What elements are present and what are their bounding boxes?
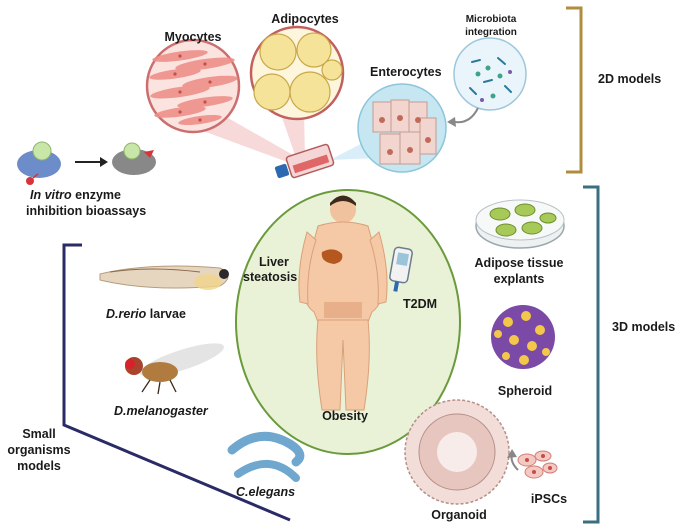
obese-human-figure — [298, 195, 388, 411]
label-liver-1: Liver — [259, 255, 289, 269]
label-microbiota-2: integration — [465, 27, 517, 38]
enzyme-free-icon — [17, 141, 61, 185]
label-adipocytes: Adipocytes — [271, 12, 339, 26]
label-liver-2: steatosis — [243, 270, 298, 284]
label-invitro-line2: inhibition bioassays — [26, 204, 147, 218]
adipocytes-circle — [249, 25, 345, 121]
label-myocytes: Myocytes — [164, 30, 222, 44]
c-elegans-worm — [227, 431, 305, 482]
label-microbiota-1: Microbiota — [465, 14, 517, 25]
label-small-1: Small — [22, 427, 56, 441]
label-drerio: D.rerio larvae — [106, 307, 186, 322]
bracket-2d-models — [566, 6, 583, 174]
ipscs-arrowhead — [507, 449, 517, 458]
label-ipscs: iPSCs — [530, 492, 568, 506]
label-small-2: organisms — [7, 443, 71, 457]
label-adipose-2: explants — [493, 272, 545, 286]
microbiota-circle — [453, 37, 527, 111]
organoid — [404, 399, 510, 505]
microbiota-arrowhead — [447, 117, 456, 127]
label-invitro-rest: enzyme — [71, 188, 122, 202]
zebrafish-larva — [99, 265, 229, 290]
label-drerio-italic: D.rerio — [106, 307, 147, 321]
spheroid — [491, 305, 555, 369]
myocytes-circle — [145, 38, 241, 134]
label-obesity: Obesity — [322, 409, 368, 423]
fruit-fly — [125, 343, 224, 395]
label-spheroid: Spheroid — [497, 384, 553, 398]
label-adipose-1: Adipose tissue — [474, 256, 564, 270]
label-celegans: C.elegans — [236, 485, 296, 499]
label-invitro-line1: In vitro enzyme — [30, 188, 121, 203]
culture-flask — [274, 143, 335, 179]
label-dmelanogaster: D.melanogaster — [114, 404, 208, 418]
zoom-cone-myocytes — [195, 118, 302, 163]
bracket-small-organisms — [62, 243, 291, 522]
label-organoid: Organoid — [431, 508, 487, 522]
petri-dish — [475, 199, 565, 249]
bracket-3d-models — [583, 185, 600, 524]
label-enterocytes: Enterocytes — [370, 65, 442, 79]
ipscs-cells — [517, 450, 558, 479]
label-2d-models: 2D models — [598, 72, 662, 86]
label-t2dm: T2DM — [403, 297, 438, 311]
enterocytes-circle — [357, 83, 447, 173]
label-drerio-rest: larvae — [146, 307, 186, 321]
microbiota-arrow — [454, 107, 479, 124]
glucometer-icon — [389, 246, 413, 292]
label-small-3: models — [17, 459, 61, 473]
enzyme-inhibited-icon — [112, 142, 156, 175]
label-invitro-italic: In vitro — [30, 188, 72, 202]
label-3d-models: 3D models — [612, 320, 676, 334]
assay-arrowhead — [100, 157, 108, 167]
